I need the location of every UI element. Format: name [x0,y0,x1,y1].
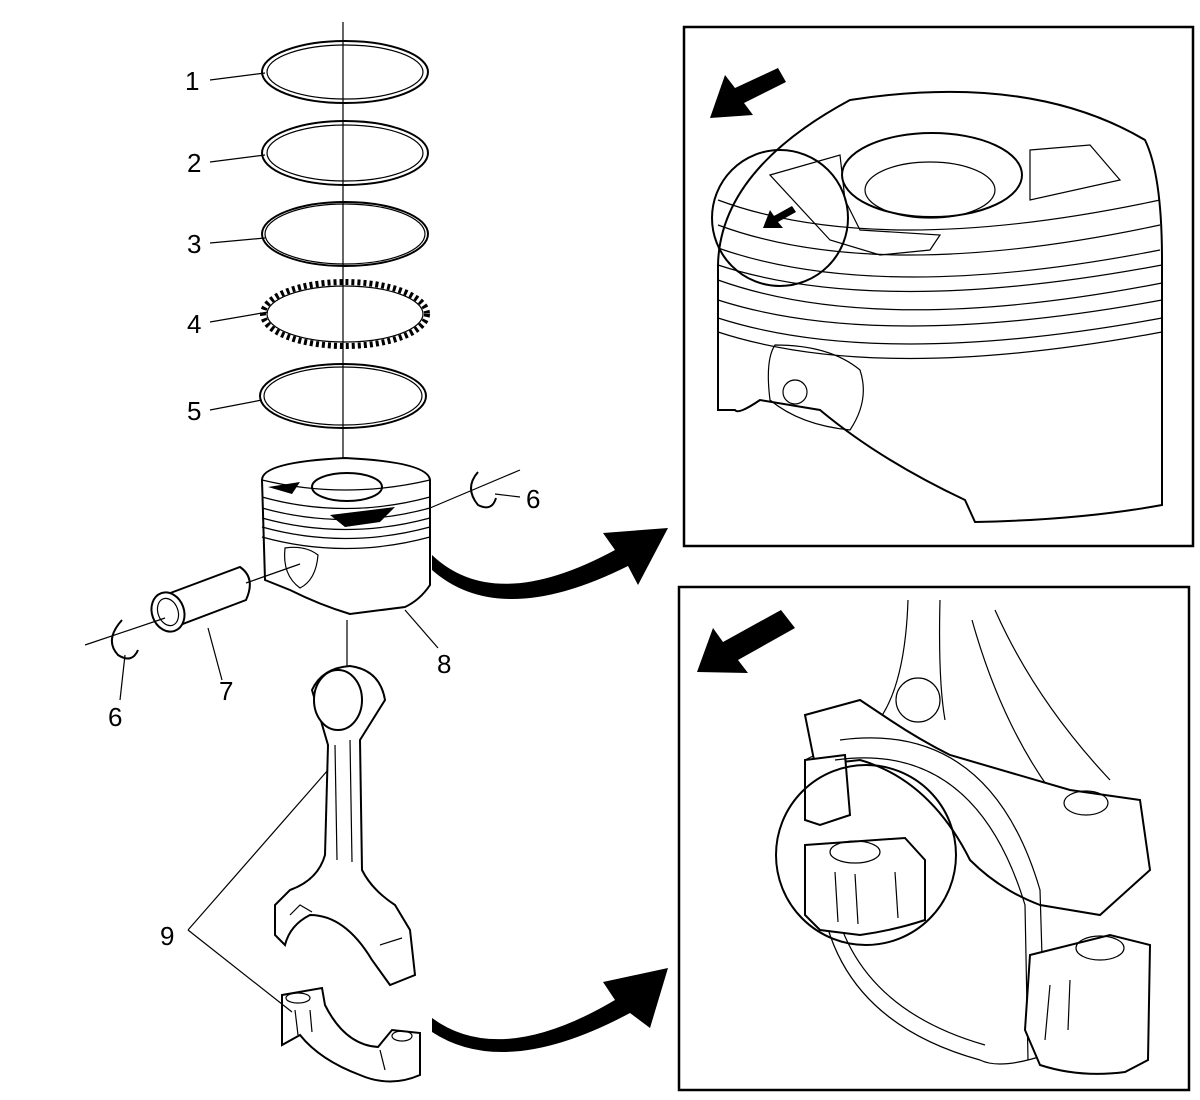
retaining-clip-left [85,618,165,659]
callout-2: 2 [187,148,201,178]
piston-ring-2 [262,121,428,185]
detail-box-piston [684,27,1193,546]
piston [262,458,430,614]
callout-labels: 1 2 3 4 5 6 6 7 8 9 [108,66,540,951]
callout-1: 1 [185,66,199,96]
callout-6-right: 6 [526,484,540,514]
curved-arrow-icon [432,528,668,600]
callout-3: 3 [187,229,201,259]
connecting-rod [275,620,415,985]
callout-7: 7 [219,676,233,706]
retaining-clip-right [430,470,520,508]
direction-arrow-icon [710,68,786,118]
callout-4: 4 [187,309,201,339]
piston-pin [146,564,300,636]
curved-arrow-icon [432,968,668,1053]
piston-ring-3 [262,202,428,266]
callout-9: 9 [160,921,174,951]
connecting-rod-cap [282,988,420,1082]
piston-ring-5 [260,364,426,428]
detail-box-connecting-rod [679,587,1189,1090]
callout-8: 8 [437,649,451,679]
callout-5: 5 [187,396,201,426]
piston-ring-1 [262,41,428,103]
piston-ring-4-oil-expander [263,282,427,346]
callout-6-left: 6 [108,702,122,732]
direction-arrow-icon [697,610,795,673]
leader-lines [120,73,520,1012]
direction-arrow-icon [763,206,796,228]
